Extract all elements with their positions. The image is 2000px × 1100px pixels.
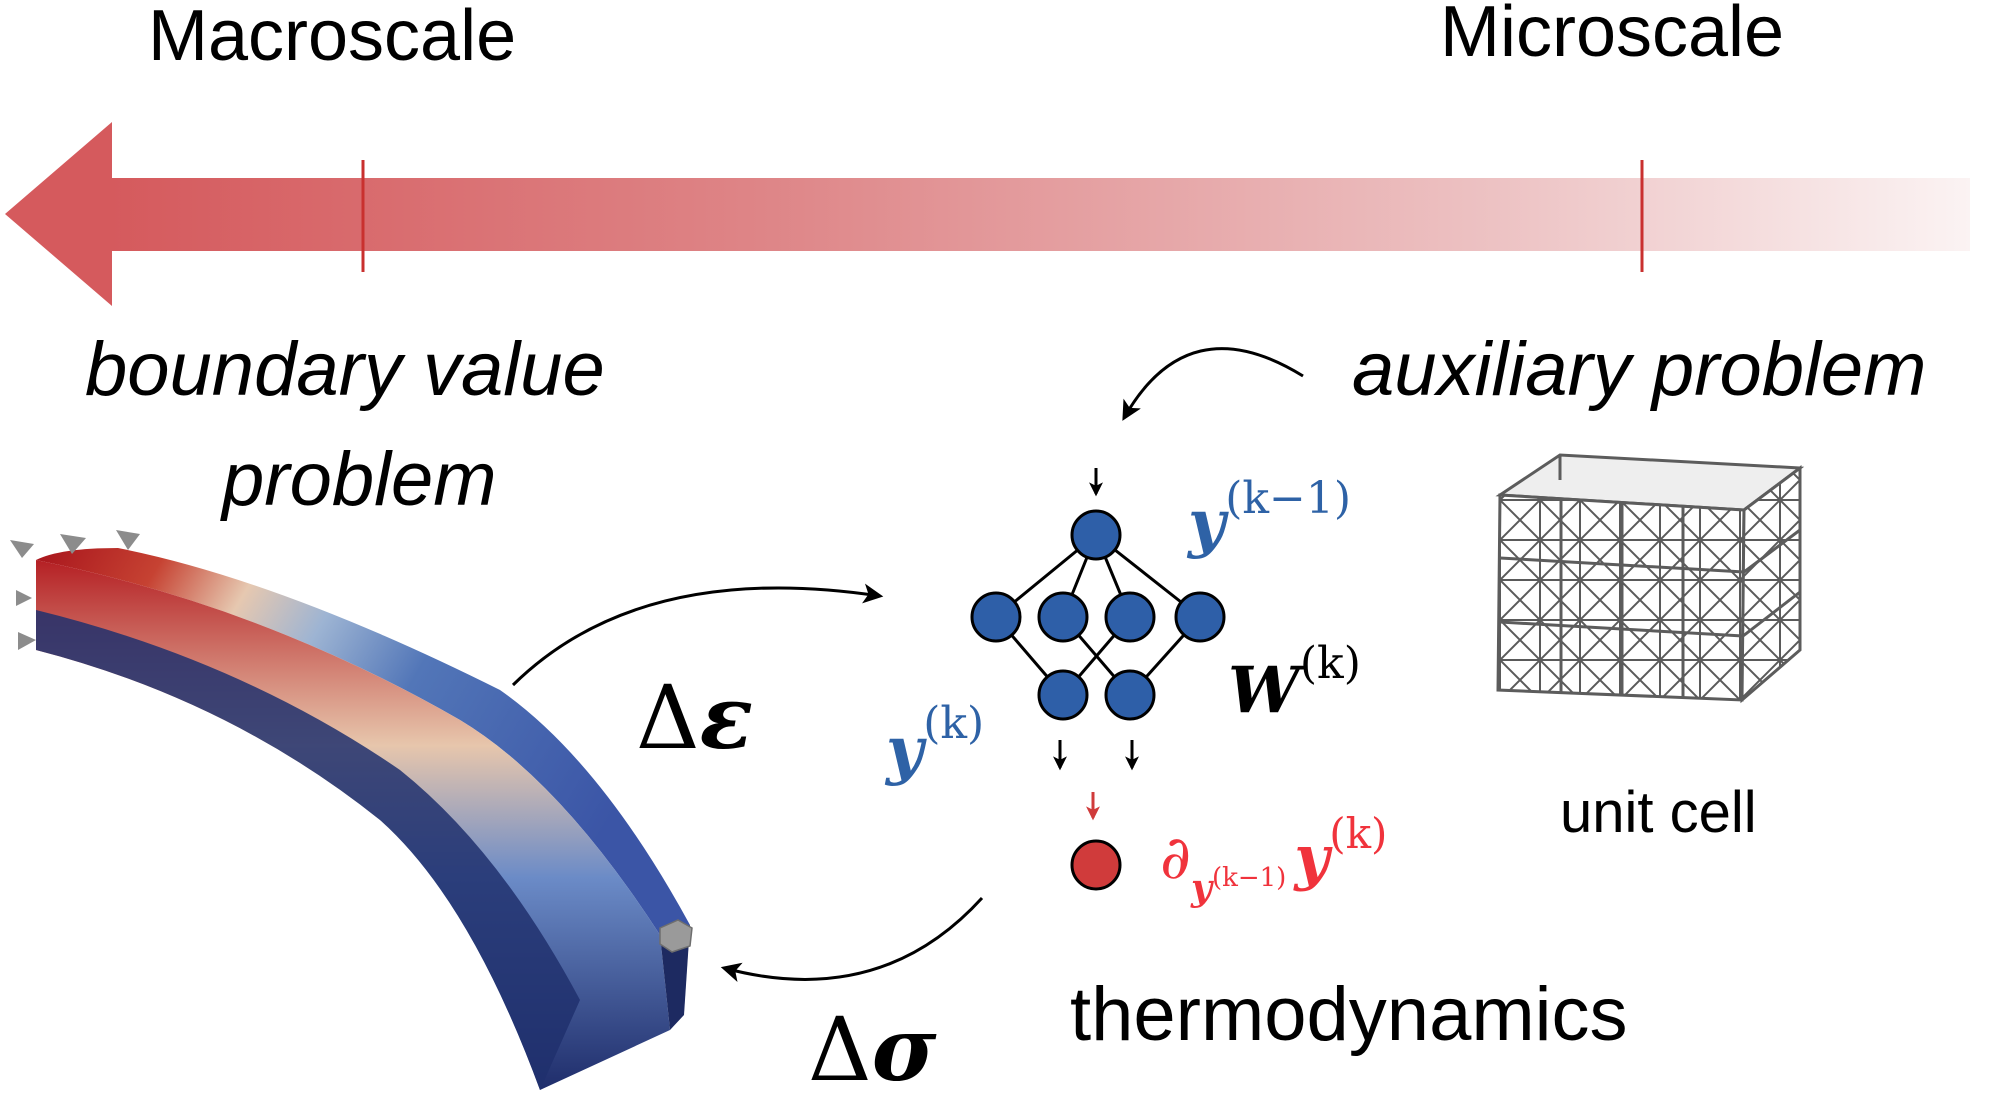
derivative-label: ∂y(k−1)y(k) xyxy=(1160,809,1387,909)
beam-model xyxy=(10,530,693,1090)
weight-label-sup: (k) xyxy=(1300,638,1361,689)
scale-arrow-shaft xyxy=(110,178,1970,251)
support-triangle xyxy=(116,530,140,550)
output-node xyxy=(1037,669,1089,721)
hidden-node xyxy=(970,591,1022,643)
output-label: y(k) xyxy=(884,698,984,788)
input-label: y(k−1) xyxy=(1186,473,1351,561)
macroscale-label: Macroscale xyxy=(148,0,516,76)
input-node xyxy=(1070,509,1122,561)
support-triangle xyxy=(10,540,34,558)
derivative-node xyxy=(1070,839,1122,891)
neural-network xyxy=(970,468,1226,891)
stress-increment-label: Δσ xyxy=(808,997,937,1100)
beam-end-face xyxy=(660,925,690,1030)
input-label-sup: (k−1) xyxy=(1225,473,1351,524)
derivative-sub-sup: (k−1) xyxy=(1212,863,1286,893)
micro-title: auxiliary problem xyxy=(1352,327,1926,412)
beam-top-face xyxy=(36,548,690,935)
support-triangle xyxy=(60,534,86,554)
scale-arrow xyxy=(5,122,1970,306)
weight-label: W(k) xyxy=(1228,638,1361,728)
unit-cell-label: unit cell xyxy=(1560,780,1757,845)
support-triangle xyxy=(18,632,36,650)
hidden-node xyxy=(1174,591,1226,643)
output-label-base: y xyxy=(884,713,927,788)
support-triangle xyxy=(16,590,32,606)
derivative-symbol: ∂ xyxy=(1160,823,1191,893)
derivative-sub-base: y xyxy=(1190,867,1214,909)
strain-increment-label: Δε xyxy=(636,665,753,769)
load-point-cube xyxy=(659,919,693,953)
stress-symbol: σ xyxy=(872,997,937,1100)
thermodynamics-label: thermodynamics xyxy=(1070,972,1628,1057)
macro-title-line1: boundary value xyxy=(85,327,605,412)
hidden-node xyxy=(1104,591,1156,643)
derivative-sup: (k) xyxy=(1329,809,1387,858)
beam-lower-band xyxy=(36,610,580,1090)
microscale-label: Microscale xyxy=(1440,0,1784,72)
auxiliary-arrow xyxy=(1122,347,1304,421)
strain-arrow xyxy=(511,583,884,687)
macro-title-line2: problem xyxy=(220,437,497,522)
scale-arrow-head xyxy=(5,122,112,306)
weight-label-base: W xyxy=(1228,653,1306,728)
stress-delta: Δ xyxy=(808,998,872,1100)
input-label-base: y xyxy=(1186,486,1229,561)
strain-delta: Δ xyxy=(636,666,700,769)
derivative-base: y xyxy=(1292,823,1333,893)
strain-symbol: ε xyxy=(700,665,754,769)
output-node xyxy=(1104,669,1156,721)
stress-arrow xyxy=(720,896,984,982)
hidden-node xyxy=(1037,591,1089,643)
output-label-sup: (k) xyxy=(923,698,984,749)
unit-cell-lattice xyxy=(1495,453,1805,704)
